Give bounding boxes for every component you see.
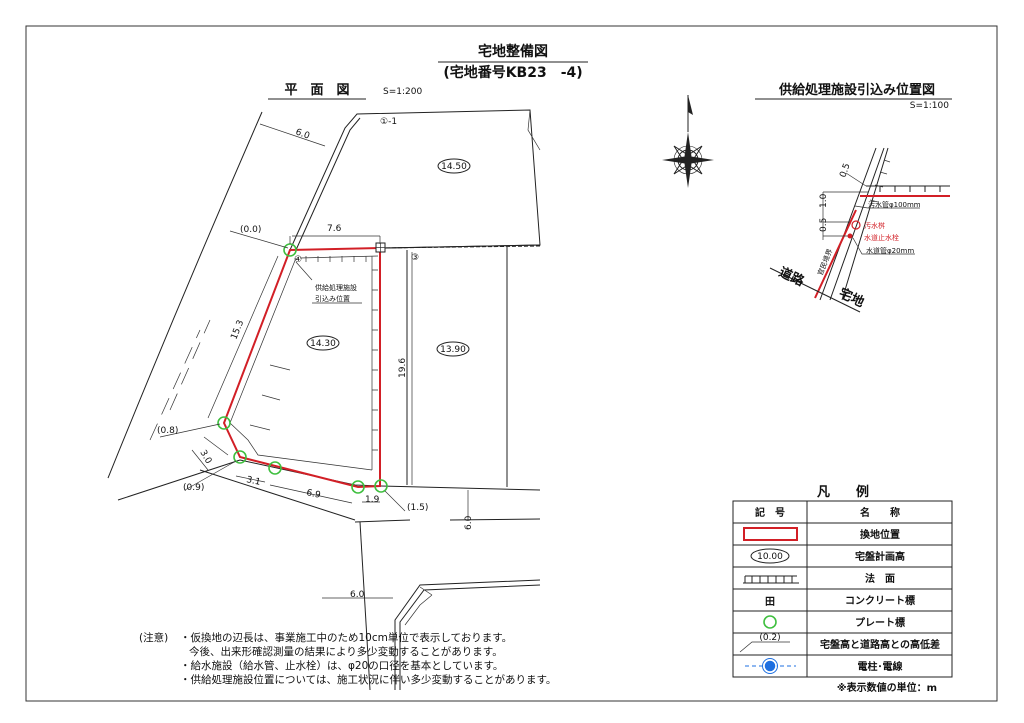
concrete-marker-legend-icon: 田 xyxy=(765,596,775,608)
inset-drawing xyxy=(769,147,950,313)
plate-marker-icon xyxy=(374,479,388,493)
legend-header-name: 名 称 xyxy=(860,506,900,519)
lot-label-self: ④ xyxy=(294,255,302,265)
inset-water-valve: 水道止水栓 xyxy=(864,233,899,242)
leader-icon xyxy=(739,641,790,653)
plan-heading: 平 面 図 xyxy=(284,83,349,98)
callout-line-1: 供給処理施設 xyxy=(315,283,357,292)
plate-marker-icon xyxy=(351,480,365,494)
legend-name-3: 法 面 xyxy=(865,572,895,585)
lot-label-right: ③ xyxy=(411,253,419,263)
inset-water-pipe: 水道管φ20mm xyxy=(866,246,914,255)
drawing-subtitle: (宅地番号KB23 -4) xyxy=(443,64,582,81)
inset-lot: 宅地 xyxy=(836,285,866,310)
site-plan xyxy=(107,109,541,691)
height-diff-0-9: (0.9) xyxy=(183,483,204,493)
inset-dim-0-5-top: 0.5 xyxy=(838,162,852,179)
elevation-14-50: 14.50 xyxy=(441,162,467,172)
legend-name-1: 換地位置 xyxy=(860,528,900,541)
dim-7-6: 7.6 xyxy=(327,224,342,234)
notes-label: (注意) xyxy=(139,631,168,644)
dim-15-3: 15.3 xyxy=(230,319,247,341)
height-diff-1-5: (1.5) xyxy=(407,503,428,513)
legend-name-4: コンクリート標 xyxy=(845,594,915,607)
north-arrow-icon xyxy=(662,95,714,188)
legend-symbol-2: 10.00 xyxy=(757,552,783,562)
inset-heading: 供給処理施設引込み位置図 xyxy=(778,82,935,98)
dim-1-9: 1.9 xyxy=(365,495,380,505)
height-diff-0-8: (0.8) xyxy=(157,426,178,436)
inset-sewer-box: 汚水桝 xyxy=(864,221,885,230)
lot-label-upper: ①-1 xyxy=(380,117,397,127)
callout-line-2: 引込み位置 xyxy=(315,294,350,303)
oval-icon xyxy=(750,548,790,564)
dim-19-6: 19.6 xyxy=(398,358,408,378)
elevation-oval xyxy=(306,335,340,351)
note-line-2: 今後、出来形確認測量の結果により多少変動することがあります。 xyxy=(189,645,503,658)
water-valve-icon xyxy=(847,233,853,239)
elevation-oval xyxy=(437,158,471,174)
note-line-4: ・供給処理施設位置については、施工状況に伴い多少変動することがあります。 xyxy=(180,673,556,686)
inset-scale: S=1:100 xyxy=(910,101,949,111)
inset-road: 道路 xyxy=(776,264,807,290)
dim-road-6-0-bottom: 6.0 xyxy=(350,590,365,600)
elevation-oval xyxy=(436,341,470,357)
sheet-border xyxy=(25,25,998,702)
lower-lot-corner xyxy=(394,579,541,690)
elevation-14-30: 14.30 xyxy=(310,339,336,349)
inset-dim-1-0: 1.0 xyxy=(819,193,829,208)
slope-hatch-icon xyxy=(743,575,799,584)
inset-dim-0-5: 0.5 xyxy=(819,218,829,232)
height-diff-0-0: (0.0) xyxy=(240,225,261,235)
road-outer-edge xyxy=(107,111,263,479)
inset-sewer-pipe: 汚水管φ100mm xyxy=(868,200,921,209)
sewer-box-icon xyxy=(851,220,861,230)
green-circle-icon xyxy=(763,615,777,629)
dim-3-1: 3.1 xyxy=(245,475,261,488)
legend-title: 凡 例 xyxy=(817,484,869,500)
plate-marker-icon xyxy=(217,416,231,430)
plan-scale: S=1:200 xyxy=(383,87,422,97)
legend-name-2: 宅盤計画高 xyxy=(855,550,905,563)
legend: 凡 例 記 号 名 称 換地位置 10.00 宅盤計画高 法 面 田 コンクリー… xyxy=(732,484,953,694)
elevation-13-90: 13.90 xyxy=(440,345,466,355)
plan-labels: ①-1 ③ ④ 14.50 14.30 13.90 6.0 7.6 15.3 1… xyxy=(157,117,474,600)
legend-symbol-6: (0.2) xyxy=(759,633,780,643)
dim-6-9: 6.9 xyxy=(305,488,321,501)
legend-name-5: プレート標 xyxy=(855,616,905,629)
legend-header-symbol: 記 号 xyxy=(755,506,785,519)
note-line-1: ・仮換地の辺長は、事業施工中のため10cm単位で表示しております。 xyxy=(180,631,512,644)
dim-3-0: 3.0 xyxy=(197,449,213,467)
legend-unit-note: ※表示数値の単位：m xyxy=(837,681,937,694)
dim-road-6-0-south: 6.0 xyxy=(464,515,474,530)
note-line-3: ・給水施設（給水管、止水栓）は、φ20の口径を基本としています。 xyxy=(180,659,503,672)
legend-name-6: 宅盤高と道路高との高低差 xyxy=(820,638,940,651)
notes: (注意) ・仮換地の辺長は、事業施工中のため10cm単位で表示しております。 今… xyxy=(139,631,556,686)
road-edge-south xyxy=(117,459,241,501)
legend-name-7: 電柱･電線 xyxy=(858,660,903,673)
plate-marker-icon xyxy=(268,461,282,475)
red-rect-icon xyxy=(743,527,798,541)
drawing-title: 宅地整備図 xyxy=(478,43,548,60)
plate-marker-icon xyxy=(233,450,247,464)
dim-road-width: 6.0 xyxy=(294,127,311,141)
